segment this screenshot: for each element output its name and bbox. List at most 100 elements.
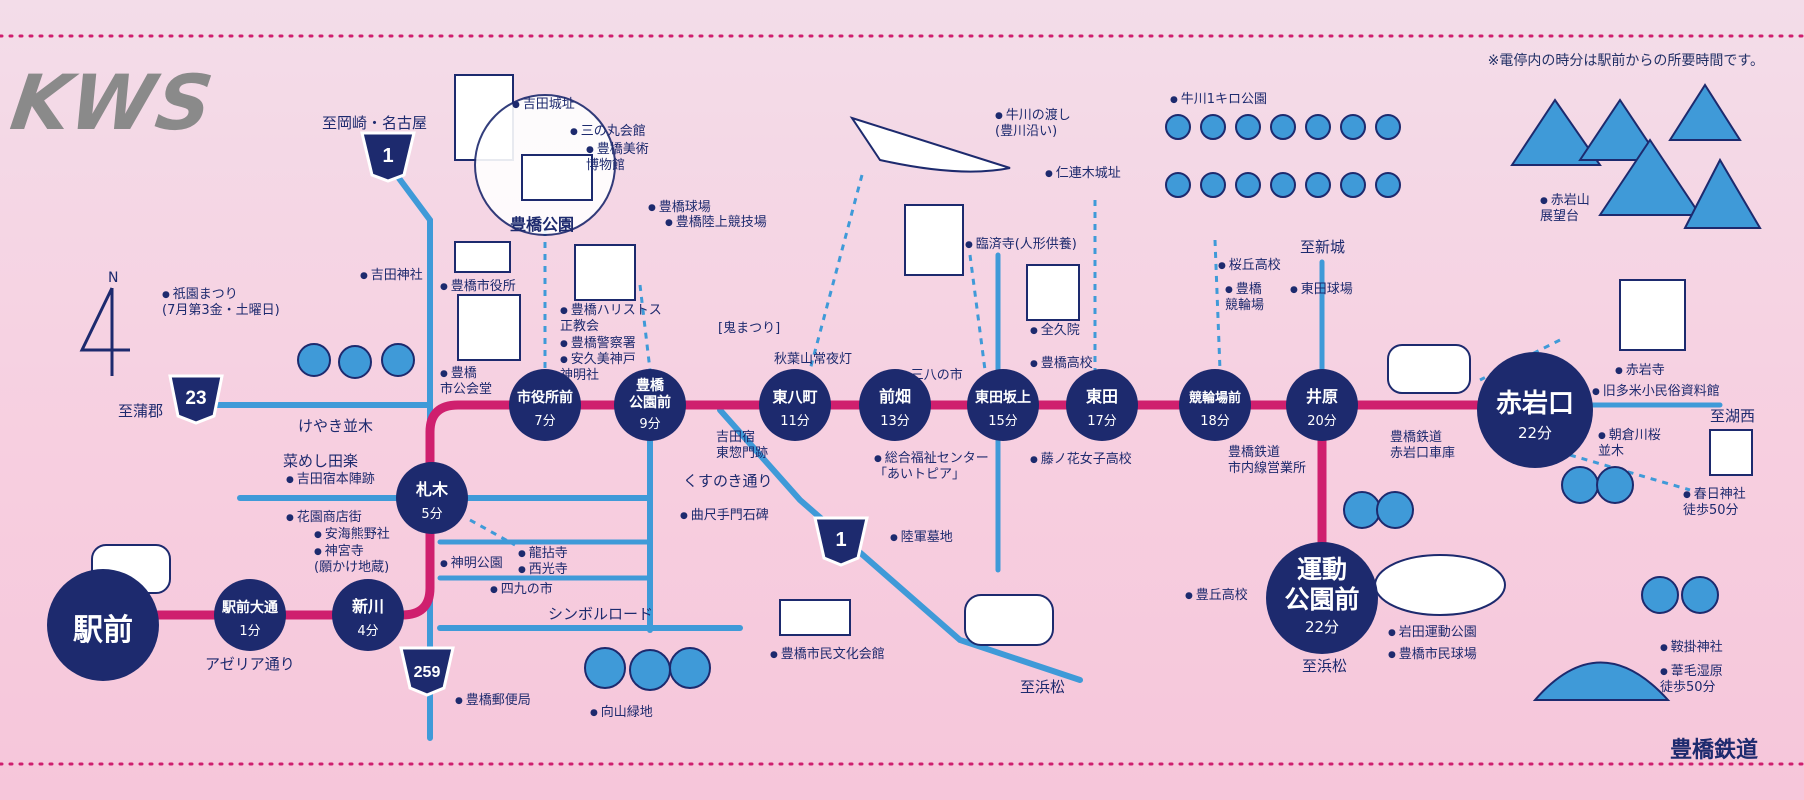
station-ekimae-circle[interactable] — [47, 569, 159, 681]
landmark: 豊橋陸上競技場 — [665, 215, 767, 231]
landmark: 曲尺手門石碑 — [680, 508, 769, 524]
tree — [338, 345, 372, 379]
station-keirinjo-name: 競輪場前 — [1189, 390, 1241, 406]
station-akaiwaguchi-circle[interactable] — [1477, 352, 1593, 468]
station-fudagi-name: 札木 — [415, 480, 449, 499]
landmark: 豊橋鉄道 市内線営業所 — [1228, 445, 1307, 477]
station-azumada-sakaue-circle[interactable] — [967, 369, 1039, 441]
tree — [1596, 466, 1634, 504]
boat-icon — [849, 116, 1011, 173]
landmark: 牛川1キロ公園 — [1170, 92, 1267, 108]
station-shiyakusho[interactable]: 市役所前 7分 — [509, 369, 581, 441]
route-1-south — [717, 407, 1083, 683]
landmark: 神宮寺 (願かけ地蔵) — [314, 544, 389, 577]
station-ihara-circle[interactable] — [1286, 369, 1358, 441]
station-ihara-name: 井原 — [1306, 387, 1338, 406]
landmark: 豊橋市民球場 — [1388, 647, 1477, 663]
landmark: 祇園まつり (7月第3金・土曜日) — [162, 287, 280, 320]
compass-icon — [79, 287, 130, 376]
landmark: 豊丘高校 — [1185, 588, 1248, 604]
station-shinkawa-circle[interactable] — [332, 579, 404, 651]
landmark: 豊橋 市公会堂 — [440, 366, 492, 399]
station-higashi-hatcho[interactable]: 東八町 11分 — [759, 369, 831, 441]
station-ihara[interactable]: 井原 20分 — [1286, 369, 1358, 441]
station-fudagi-circle[interactable] — [396, 462, 468, 534]
station-azumada-circle[interactable] — [1066, 369, 1138, 441]
landmark: 向山緑地 — [590, 705, 653, 721]
dest-okazaki: 至岡崎・名古屋 — [322, 114, 428, 132]
station-fudagi[interactable]: 札木 5分 — [396, 462, 468, 534]
kws-logo: KWS — [5, 58, 220, 147]
landmark: 全久院 — [1030, 323, 1080, 339]
dest-gamagori: 至蒲郡 — [118, 402, 164, 420]
tree — [1561, 466, 1599, 504]
tree — [1340, 172, 1366, 198]
building — [904, 204, 964, 276]
station-keirinjo-circle[interactable] — [1179, 369, 1251, 441]
route-1-shield: 1 — [360, 131, 416, 183]
station-undokoen[interactable]: 運動 公園前 22分 — [1266, 542, 1378, 654]
station-koen-name2: 公園前 — [629, 394, 671, 411]
tree — [1165, 172, 1191, 198]
landmark: 豊橋球場 — [648, 200, 711, 216]
station-undokoen-circle[interactable] — [1266, 542, 1378, 654]
station-shinkawa[interactable]: 新川 4分 — [332, 579, 404, 651]
station-higashi-hatcho-circle[interactable] — [759, 369, 831, 441]
tree — [1270, 172, 1296, 198]
mountain — [1668, 83, 1742, 141]
station-ekimae[interactable]: 駅前 — [47, 569, 159, 681]
station-ekimae-odori-name: 駅前大通 — [222, 599, 278, 616]
tree — [381, 343, 415, 377]
station-ekimae-odori[interactable]: 駅前大通 1分 — [214, 579, 286, 651]
landmark: 三八の市 — [900, 368, 963, 384]
landmark: 鞍掛神社 — [1660, 640, 1723, 656]
route-1-south-shield: 1 — [813, 516, 869, 567]
train-icons — [91, 344, 1471, 646]
station-undokoen-name: 運動 — [1297, 555, 1347, 584]
station-maebata[interactable]: 前畑 13分 — [859, 369, 931, 441]
landmark: 三の丸会館 — [570, 124, 646, 140]
station-undokoen-time: 22分 — [1305, 618, 1339, 636]
station-azumada[interactable]: 東田 17分 — [1066, 369, 1138, 441]
landmark: 総合福祉センター 「あいトピア」 — [874, 451, 989, 484]
route-259-number: 259 — [414, 664, 441, 681]
station-koen[interactable]: 豊橋 公園前 9分 — [614, 369, 686, 441]
landmark: 豊橋市民文化会館 — [770, 647, 885, 663]
station-ekimae-name: 駅前 — [73, 613, 133, 648]
landmark: 朝倉川桜 並木 — [1598, 428, 1661, 461]
station-akaiwaguchi[interactable]: 赤岩口 22分 — [1477, 352, 1593, 468]
tree — [1375, 114, 1401, 140]
connector — [968, 254, 987, 371]
north-label: N — [108, 270, 119, 286]
landmark: 赤岩山 展望台 — [1540, 193, 1590, 226]
station-shiyakusho-name: 市役所前 — [517, 389, 573, 406]
station-maebata-circle[interactable] — [859, 369, 931, 441]
landmark: 花園商店街 — [286, 510, 362, 526]
landmark: 豊橋公園 — [510, 215, 575, 234]
station-ekimae-odori-circle[interactable] — [214, 579, 286, 651]
station-koen-circle[interactable] — [614, 369, 686, 441]
landmark: 龍拈寺 — [518, 546, 568, 562]
station-shinkawa-name: 新川 — [352, 597, 384, 616]
station-shinkawa-time: 4分 — [357, 624, 378, 639]
tree — [1340, 114, 1366, 140]
route-shields: 1 23 1 259 — [168, 131, 869, 697]
tree — [584, 647, 626, 689]
station-azumada-sakaue[interactable]: 東田坂上 15分 — [967, 369, 1039, 441]
station-azumada-sakaue-name: 東田坂上 — [975, 389, 1031, 406]
connector — [808, 174, 864, 371]
stations: 駅前 駅前大通 1分 新川 4分 札木 5分 市役所前 7分 — [47, 352, 1593, 681]
station-azumada-name: 東田 — [1086, 387, 1118, 406]
route-1-south-number: 1 — [835, 529, 846, 551]
landmark: 安海熊野社 — [314, 527, 390, 543]
station-shiyakusho-circle[interactable] — [509, 369, 581, 441]
station-ekimae-odori-time: 1分 — [239, 624, 260, 639]
route-259-shield-shape — [399, 646, 455, 697]
landmark: 桜丘高校 — [1218, 258, 1281, 274]
station-keirinjo[interactable]: 競輪場前 18分 — [1179, 369, 1251, 441]
station-koen-time: 9分 — [639, 417, 660, 432]
landmark: 豊橋郵便局 — [455, 693, 531, 709]
connector — [1213, 239, 1222, 371]
landmark: 牛川の渡し (豊川沿い) — [995, 108, 1071, 141]
